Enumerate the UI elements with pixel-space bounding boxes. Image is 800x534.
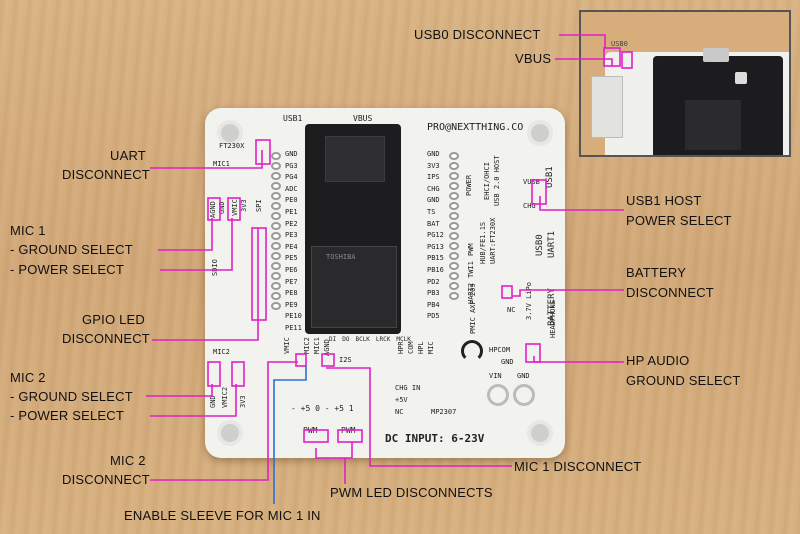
jumper-gpio-led (252, 228, 266, 320)
line-enable-sleeve (274, 366, 306, 504)
label-mic2-2: - GROUND SELECT (10, 388, 133, 406)
label-mic2-3: - POWER SELECT (10, 407, 124, 425)
label-usb1host-2: POWER SELECT (626, 212, 732, 230)
line-mic2-ground (146, 384, 212, 396)
label-gpio-2: DISCONNECT (62, 330, 150, 348)
label-hpaudio-2: GROUND SELECT (626, 372, 741, 390)
jumper-vbus (622, 52, 632, 68)
label-mic1-disconnect: MIC 1 DISCONNECT (514, 458, 641, 476)
label-mic1-2: - GROUND SELECT (10, 241, 133, 259)
line-battery (512, 290, 624, 296)
label-uart-2: DISCONNECT (62, 166, 150, 184)
jumper-pwm0 (304, 430, 328, 442)
jumper-pwm1 (338, 430, 362, 442)
line-mic1-disconnect (326, 368, 512, 466)
line-hp-audio (534, 356, 624, 362)
line-usb0-disconnect (559, 35, 605, 48)
line-mic2-power (150, 384, 236, 416)
jumper-mic2-vmic (232, 362, 244, 386)
jumper-mic2 (296, 354, 306, 366)
jumper-usb1-host (532, 180, 546, 204)
jumper-mic2-gnd (208, 362, 220, 386)
jumper-mic1-gnd (208, 198, 220, 220)
label-pwm-led: PWM LED DISCONNECTS (330, 484, 493, 502)
line-usb1-host (540, 196, 624, 210)
label-hpaudio-1: HP AUDIO (626, 352, 690, 370)
label-usb1host-1: USB1 HOST (626, 192, 701, 210)
label-usb0-disconnect: USB0 DISCONNECT (414, 26, 541, 44)
line-pwm-led (316, 448, 345, 484)
line-gpio-led (152, 228, 258, 340)
label-mic2disc-2: DISCONNECT (62, 471, 150, 489)
label-mic1-1: MIC 1 (10, 222, 46, 240)
label-battery-1: BATTERY (626, 264, 686, 282)
line-mic1-ground (158, 218, 212, 250)
jumper-uart (256, 140, 270, 164)
jumper-hp-audio (526, 344, 540, 362)
line-pwm-1 (345, 442, 352, 458)
line-uart (150, 150, 262, 168)
jumper-mic1 (322, 354, 334, 366)
label-uart-1: UART (110, 147, 146, 165)
line-mic1-power (160, 218, 232, 270)
label-gpio-1: GPIO LED (82, 311, 145, 329)
jumper-battery (502, 286, 512, 298)
label-mic2-1: MIC 2 (10, 369, 46, 387)
label-mic1-3: - POWER SELECT (10, 261, 124, 279)
label-enable-sleeve: ENABLE SLEEVE FOR MIC 1 IN (124, 507, 321, 525)
label-vbus: VBUS (515, 50, 551, 68)
label-battery-2: DISCONNECT (626, 284, 714, 302)
label-mic2disc-1: MIC 2 (110, 452, 146, 470)
jumper-mic1-vmic (228, 198, 240, 220)
